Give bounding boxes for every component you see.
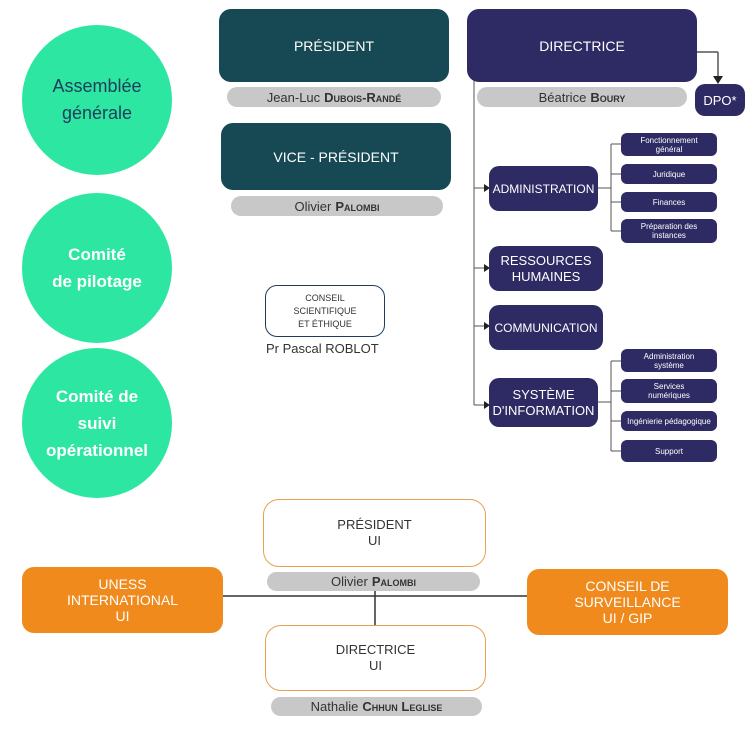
president-ui-last-name: Palombi — [371, 574, 416, 589]
ressources-humaines-box: RESSOURCES HUMAINES — [489, 246, 603, 291]
si-sub-services-numeriques: Services numériques — [621, 379, 717, 403]
uness-international-box: UNESS INTERNATIONAL UI — [22, 567, 223, 633]
communication-box: COMMUNICATION — [489, 305, 603, 350]
administration-box: ADMINISTRATION — [489, 166, 598, 211]
conseil-chair-name: Pr Pascal ROBLOT — [266, 341, 379, 356]
vice-president-last-name: Palombi — [335, 198, 380, 214]
directrice-ui-first-name: Nathalie — [310, 699, 359, 714]
admin-sub-preparation: Préparation des instances — [621, 219, 717, 243]
directrice-ui-last-name: Chhun Leglise — [362, 699, 443, 714]
conseil-surveillance-box: CONSEIL DE SURVEILLANCE UI / GIP — [527, 569, 728, 635]
assemblee-generale-circle: Assemblée générale — [22, 25, 172, 175]
admin-sub-fonctionnement: Fonctionnement général — [621, 133, 717, 156]
president-first-name: Jean-Luc — [266, 89, 321, 105]
comite-pilotage-circle: Comité de pilotage — [22, 193, 172, 343]
admin-sub-juridique: Juridique — [621, 164, 717, 184]
vice-president-box: VICE - PRÉSIDENT — [221, 123, 451, 190]
president-box: PRÉSIDENT — [219, 9, 449, 82]
president-ui-box: PRÉSIDENT UI — [263, 499, 486, 567]
systeme-information-box: SYSTÈME D'INFORMATION — [489, 378, 598, 427]
comite-suivi-circle: Comité de suivi opérationnel — [22, 348, 172, 498]
president-last-name: Dubois-Randé — [324, 89, 402, 105]
directrice-box: DIRECTRICE — [467, 9, 697, 82]
admin-sub-finances: Finances — [621, 192, 717, 212]
vice-president-first-name: Olivier — [294, 198, 332, 214]
si-sub-ingenierie: Ingénierie pédagogique — [621, 411, 717, 431]
president-ui-first-name: Olivier — [330, 574, 368, 589]
conseil-scientifique-box: CONSEIL SCIENTIFIQUE ET ÉTHIQUE — [265, 285, 385, 337]
dpo-box: DPO* — [695, 84, 745, 116]
si-sub-administration-systeme: Administration système — [621, 349, 717, 372]
si-sub-support: Support — [621, 440, 717, 462]
directrice-ui-box: DIRECTRICE UI — [265, 625, 486, 691]
directrice-last-name: Boury — [590, 89, 626, 105]
directrice-first-name: Béatrice — [538, 89, 587, 105]
